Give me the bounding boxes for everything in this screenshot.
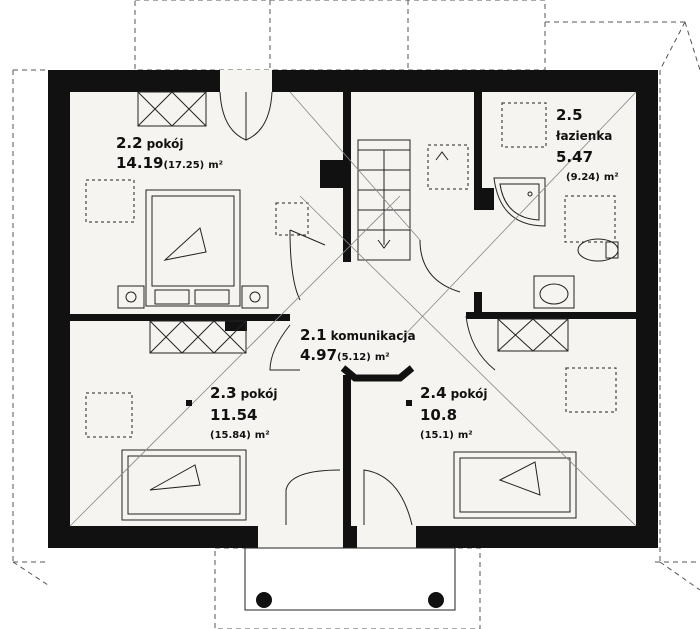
svg-text:14.19(17.25)m²: 14.19(17.25) m² <box>116 154 223 172</box>
room-area-alt: (9.24) <box>566 172 600 183</box>
doors <box>219 91 496 526</box>
room-marker <box>186 400 192 406</box>
column-right <box>428 592 444 608</box>
room-label-2-1: 2.1 komunikacja 4.97(5.12) m² <box>300 326 416 364</box>
room-name: pokój <box>451 387 488 401</box>
roof-windows <box>85 102 617 438</box>
room-number: 2.5 <box>556 106 583 124</box>
roof-slope-lines <box>69 91 637 527</box>
room-unit: m² <box>208 160 223 171</box>
room-area: 5.47 <box>556 148 593 166</box>
room-number: 2.1 <box>300 326 327 344</box>
walls <box>48 70 658 548</box>
svg-text:(15.1)m²: (15.1) m² <box>420 430 473 441</box>
svg-text:(9.24)m²: (9.24) m² <box>566 172 619 183</box>
room-label-2-3: 2.3 pokój 11.54 (15.84) m² <box>186 384 277 441</box>
room-number: 2.2 <box>116 134 143 152</box>
svg-text:4.97(5.12)m²: 4.97(5.12) m² <box>300 346 390 364</box>
room-name: łazienka <box>555 129 612 143</box>
room-number: 2.4 <box>420 384 447 402</box>
room-unit: m² <box>375 352 390 363</box>
room-label-2-4: 2.4 pokój 10.8 (15.1) m² <box>406 384 487 441</box>
room-label-2-5: 2.5 łazienka 5.47 (9.24) m² <box>555 106 619 183</box>
balcony <box>244 547 456 611</box>
room-unit: m² <box>604 172 619 183</box>
room-unit: m² <box>255 430 270 441</box>
column-left <box>256 592 272 608</box>
room-area-alt: (5.12) <box>337 352 371 363</box>
room-area: 14.19 <box>116 154 163 172</box>
room-number: 2.3 <box>210 384 237 402</box>
svg-text:(15.84)m²: (15.84) m² <box>210 430 270 441</box>
cabinets <box>137 91 569 354</box>
room-marker <box>406 400 412 406</box>
room-area: 4.97 <box>300 346 337 364</box>
room-area-alt: (15.1) <box>420 430 454 441</box>
room-unit: m² <box>458 430 473 441</box>
room-name: komunikacja <box>331 329 416 343</box>
bathroom-fixtures <box>493 177 619 309</box>
room-area-alt: (15.84) <box>210 430 251 441</box>
room-area-alt: (17.25) <box>163 160 204 171</box>
room-name: pokój <box>147 137 184 151</box>
room-label-2-2: 2.2 pokój 14.19(17.25) m² <box>116 134 223 172</box>
room-area: 10.8 <box>420 406 457 424</box>
room-area: 11.54 <box>210 406 257 424</box>
room-name: pokój <box>241 387 278 401</box>
beds <box>117 189 577 521</box>
staircase <box>357 139 469 261</box>
